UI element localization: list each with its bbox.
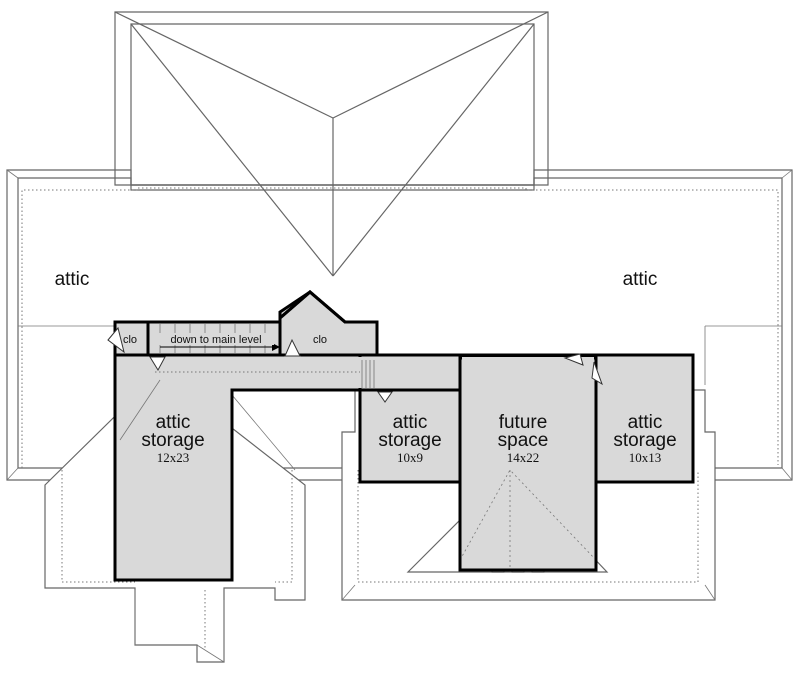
ridge-line-right: [332, 11, 549, 119]
ridge-line-left: [114, 11, 334, 119]
corridor-fill: [462, 357, 594, 388]
stair: [158, 324, 280, 353]
roof-line: [119, 379, 161, 441]
roof-line: [196, 644, 225, 663]
roof-corner-line: [6, 467, 19, 481]
room-title-line2: storage: [378, 430, 441, 451]
roof-corner-line: [781, 467, 793, 481]
roof-corner-line: [6, 169, 19, 179]
labels: attic attic clo clo down to main level a…: [55, 269, 677, 465]
dormer-hip-line: [509, 469, 597, 561]
room-title-line2: space: [498, 430, 549, 451]
stair-door: [149, 356, 166, 372]
right-wing-dotted: [357, 470, 699, 583]
room-attic-storage-10x13: [594, 353, 695, 484]
future-space-door: [563, 353, 584, 366]
dormer-hip-line: [459, 469, 511, 561]
closet-right-door: [284, 338, 301, 357]
left-wing-dotted: [61, 470, 135, 583]
stair-label-backdrop: [158, 333, 274, 345]
closet-left-door: [107, 326, 125, 354]
room-title-line1: attic: [156, 412, 191, 433]
doors: [107, 326, 603, 403]
room-title-line1: attic: [628, 412, 663, 433]
closet-label-right: clo: [313, 334, 327, 346]
roof-corner-line: [341, 584, 356, 601]
roof-corner-line: [781, 169, 793, 179]
room-title-line2: storage: [141, 430, 204, 451]
storage-10x9-door: [377, 391, 393, 403]
attic-label-left: attic: [55, 269, 90, 290]
corridor-fill: [117, 357, 233, 390]
upper-roof: [114, 11, 549, 186]
stair-label: down to main level: [170, 334, 261, 346]
room-dimensions: 10x13: [629, 450, 662, 465]
room-title-line1: future: [499, 412, 548, 433]
hip-line-left: [130, 23, 334, 277]
room-dimensions: 12x23: [157, 450, 190, 465]
hip-line-right: [332, 23, 535, 277]
room-dimensions: 14x22: [507, 450, 540, 465]
wall-dotted-outline: [21, 187, 779, 468]
rooms: [113, 290, 695, 582]
room-title-line2: storage: [613, 430, 676, 451]
roof-corner-line: [704, 584, 716, 601]
room-dimensions: 10x9: [397, 450, 423, 465]
room-title-line1: attic: [393, 412, 428, 433]
attic-label-right: attic: [623, 269, 658, 290]
corridor-fill: [362, 357, 458, 388]
left-wing-dotted-2: [275, 470, 293, 583]
roof-line: [231, 394, 296, 471]
storage-10x13-door: [591, 361, 603, 386]
closet-label-left: clo: [123, 334, 137, 346]
